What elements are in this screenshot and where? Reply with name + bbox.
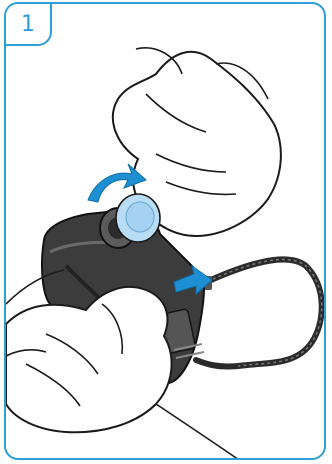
- lower-hand: [6, 287, 172, 432]
- headset-illustration: [6, 4, 326, 460]
- ear-hook-cable: [196, 259, 322, 366]
- step-figure-frame: 1: [4, 2, 326, 460]
